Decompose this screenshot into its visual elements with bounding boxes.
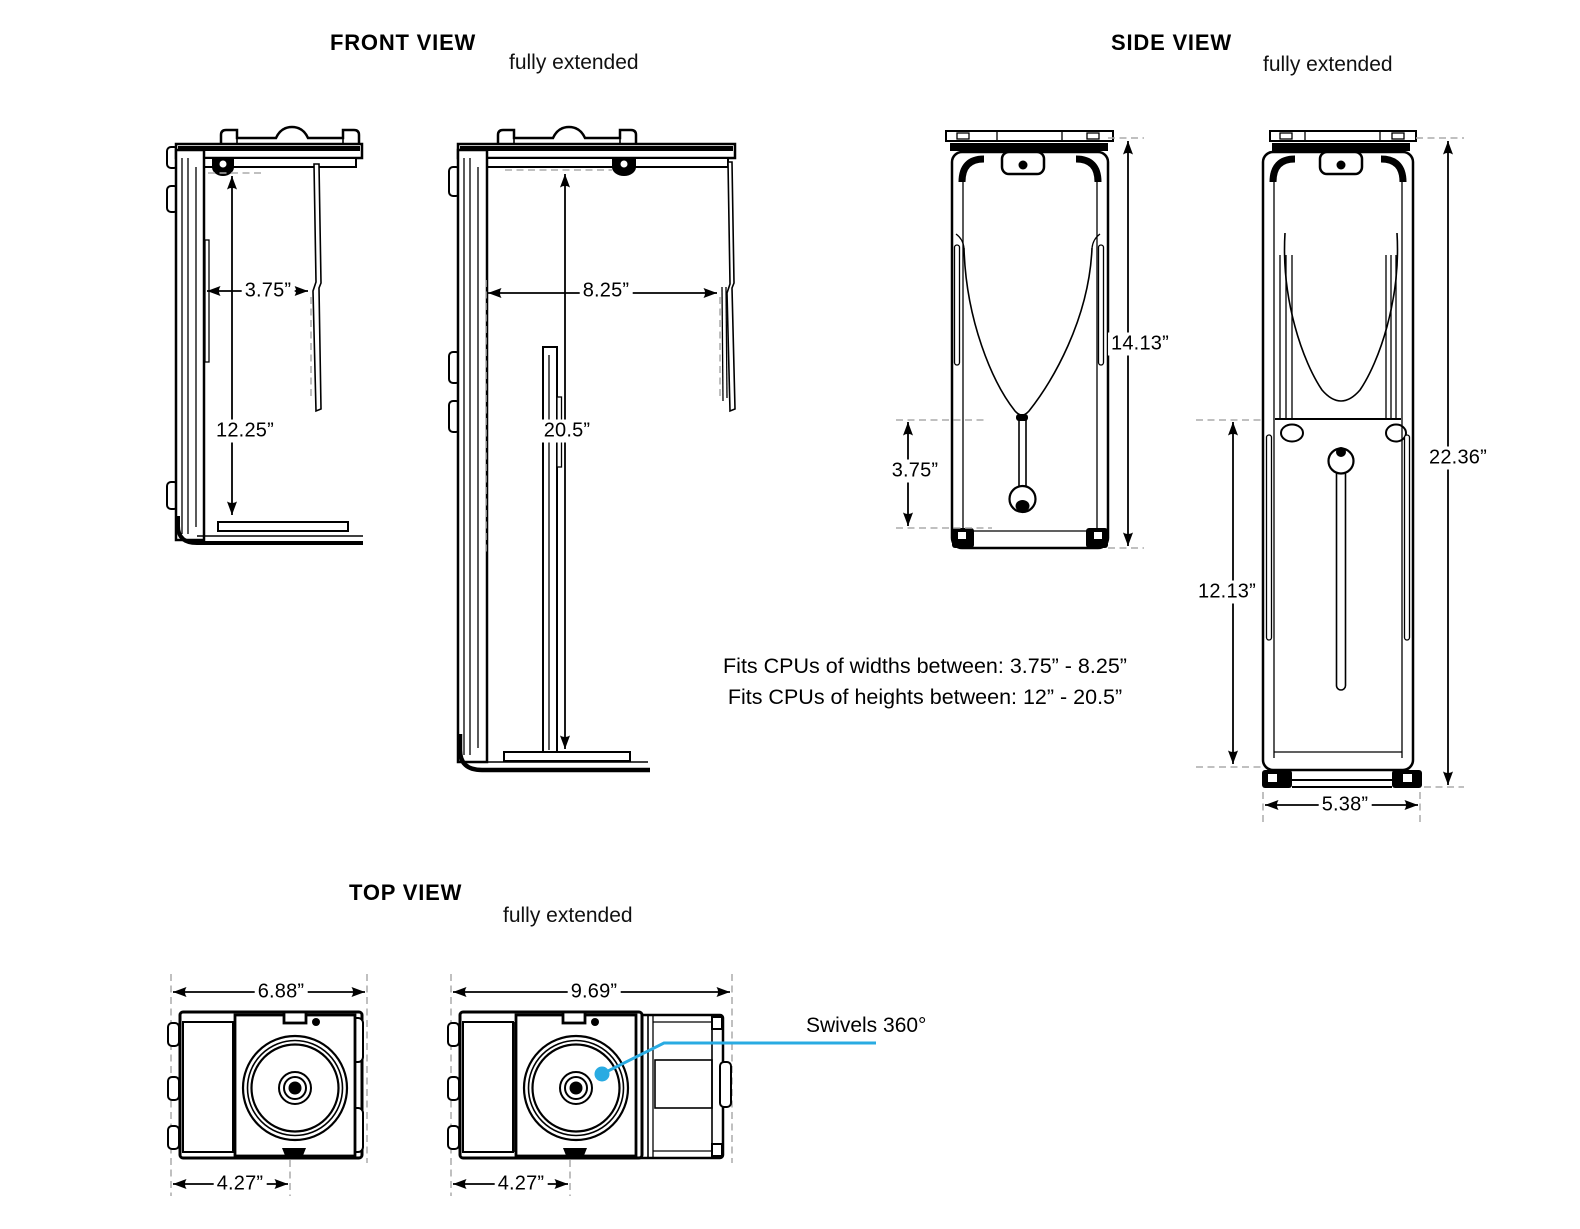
dim-side-extended-travel: 12.13” — [1195, 580, 1259, 604]
front-extended-drawing — [448, 125, 737, 773]
fits-note: Fits CPUs of widths between: 3.75” - 8.2… — [655, 651, 1195, 713]
dim-top-compact-track: 4.27” — [213, 1172, 267, 1196]
dim-front-extended-width: 8.25” — [579, 279, 633, 303]
top-extended-drawing — [447, 974, 733, 1196]
front-view-title: FRONT VIEW — [330, 30, 477, 55]
dim-front-compact-width: 3.75” — [241, 279, 295, 303]
dim-top-extended-track: 4.27” — [494, 1172, 548, 1196]
dim-top-compact-width: 6.88” — [254, 980, 308, 1004]
side-compact-drawing — [896, 130, 1144, 550]
dim-front-compact-height: 12.25” — [213, 419, 277, 443]
side-view-title: SIDE VIEW — [1111, 30, 1232, 55]
front-view-subtitle: fully extended — [509, 51, 639, 74]
side-view-subtitle: fully extended — [1263, 53, 1393, 76]
swivel-leader-dot — [594, 1066, 610, 1082]
fits-heights-line: Fits CPUs of heights between: 12” - 20.5… — [727, 685, 1123, 709]
dim-top-extended-width: 9.69” — [567, 980, 621, 1004]
swivel-note: Swivels 360° — [806, 1014, 927, 1037]
top-compact-drawing — [167, 974, 368, 1196]
swivel-leader — [594, 1041, 876, 1082]
front-compact-drawing — [166, 125, 364, 545]
dim-side-compact-travel: 3.75” — [888, 459, 942, 483]
dim-side-extended-height: 22.36” — [1426, 446, 1490, 470]
dim-side-compact-height: 14.13” — [1108, 332, 1172, 356]
dim-side-extended-depth: 5.38” — [1318, 793, 1372, 817]
top-view-title: TOP VIEW — [349, 880, 463, 905]
top-view-subtitle: fully extended — [503, 904, 633, 927]
fits-widths-line: Fits CPUs of widths between: 3.75” - 8.2… — [723, 654, 1127, 678]
dim-front-extended-height: 20.5” — [540, 419, 594, 443]
side-extended-drawing — [1196, 130, 1464, 822]
